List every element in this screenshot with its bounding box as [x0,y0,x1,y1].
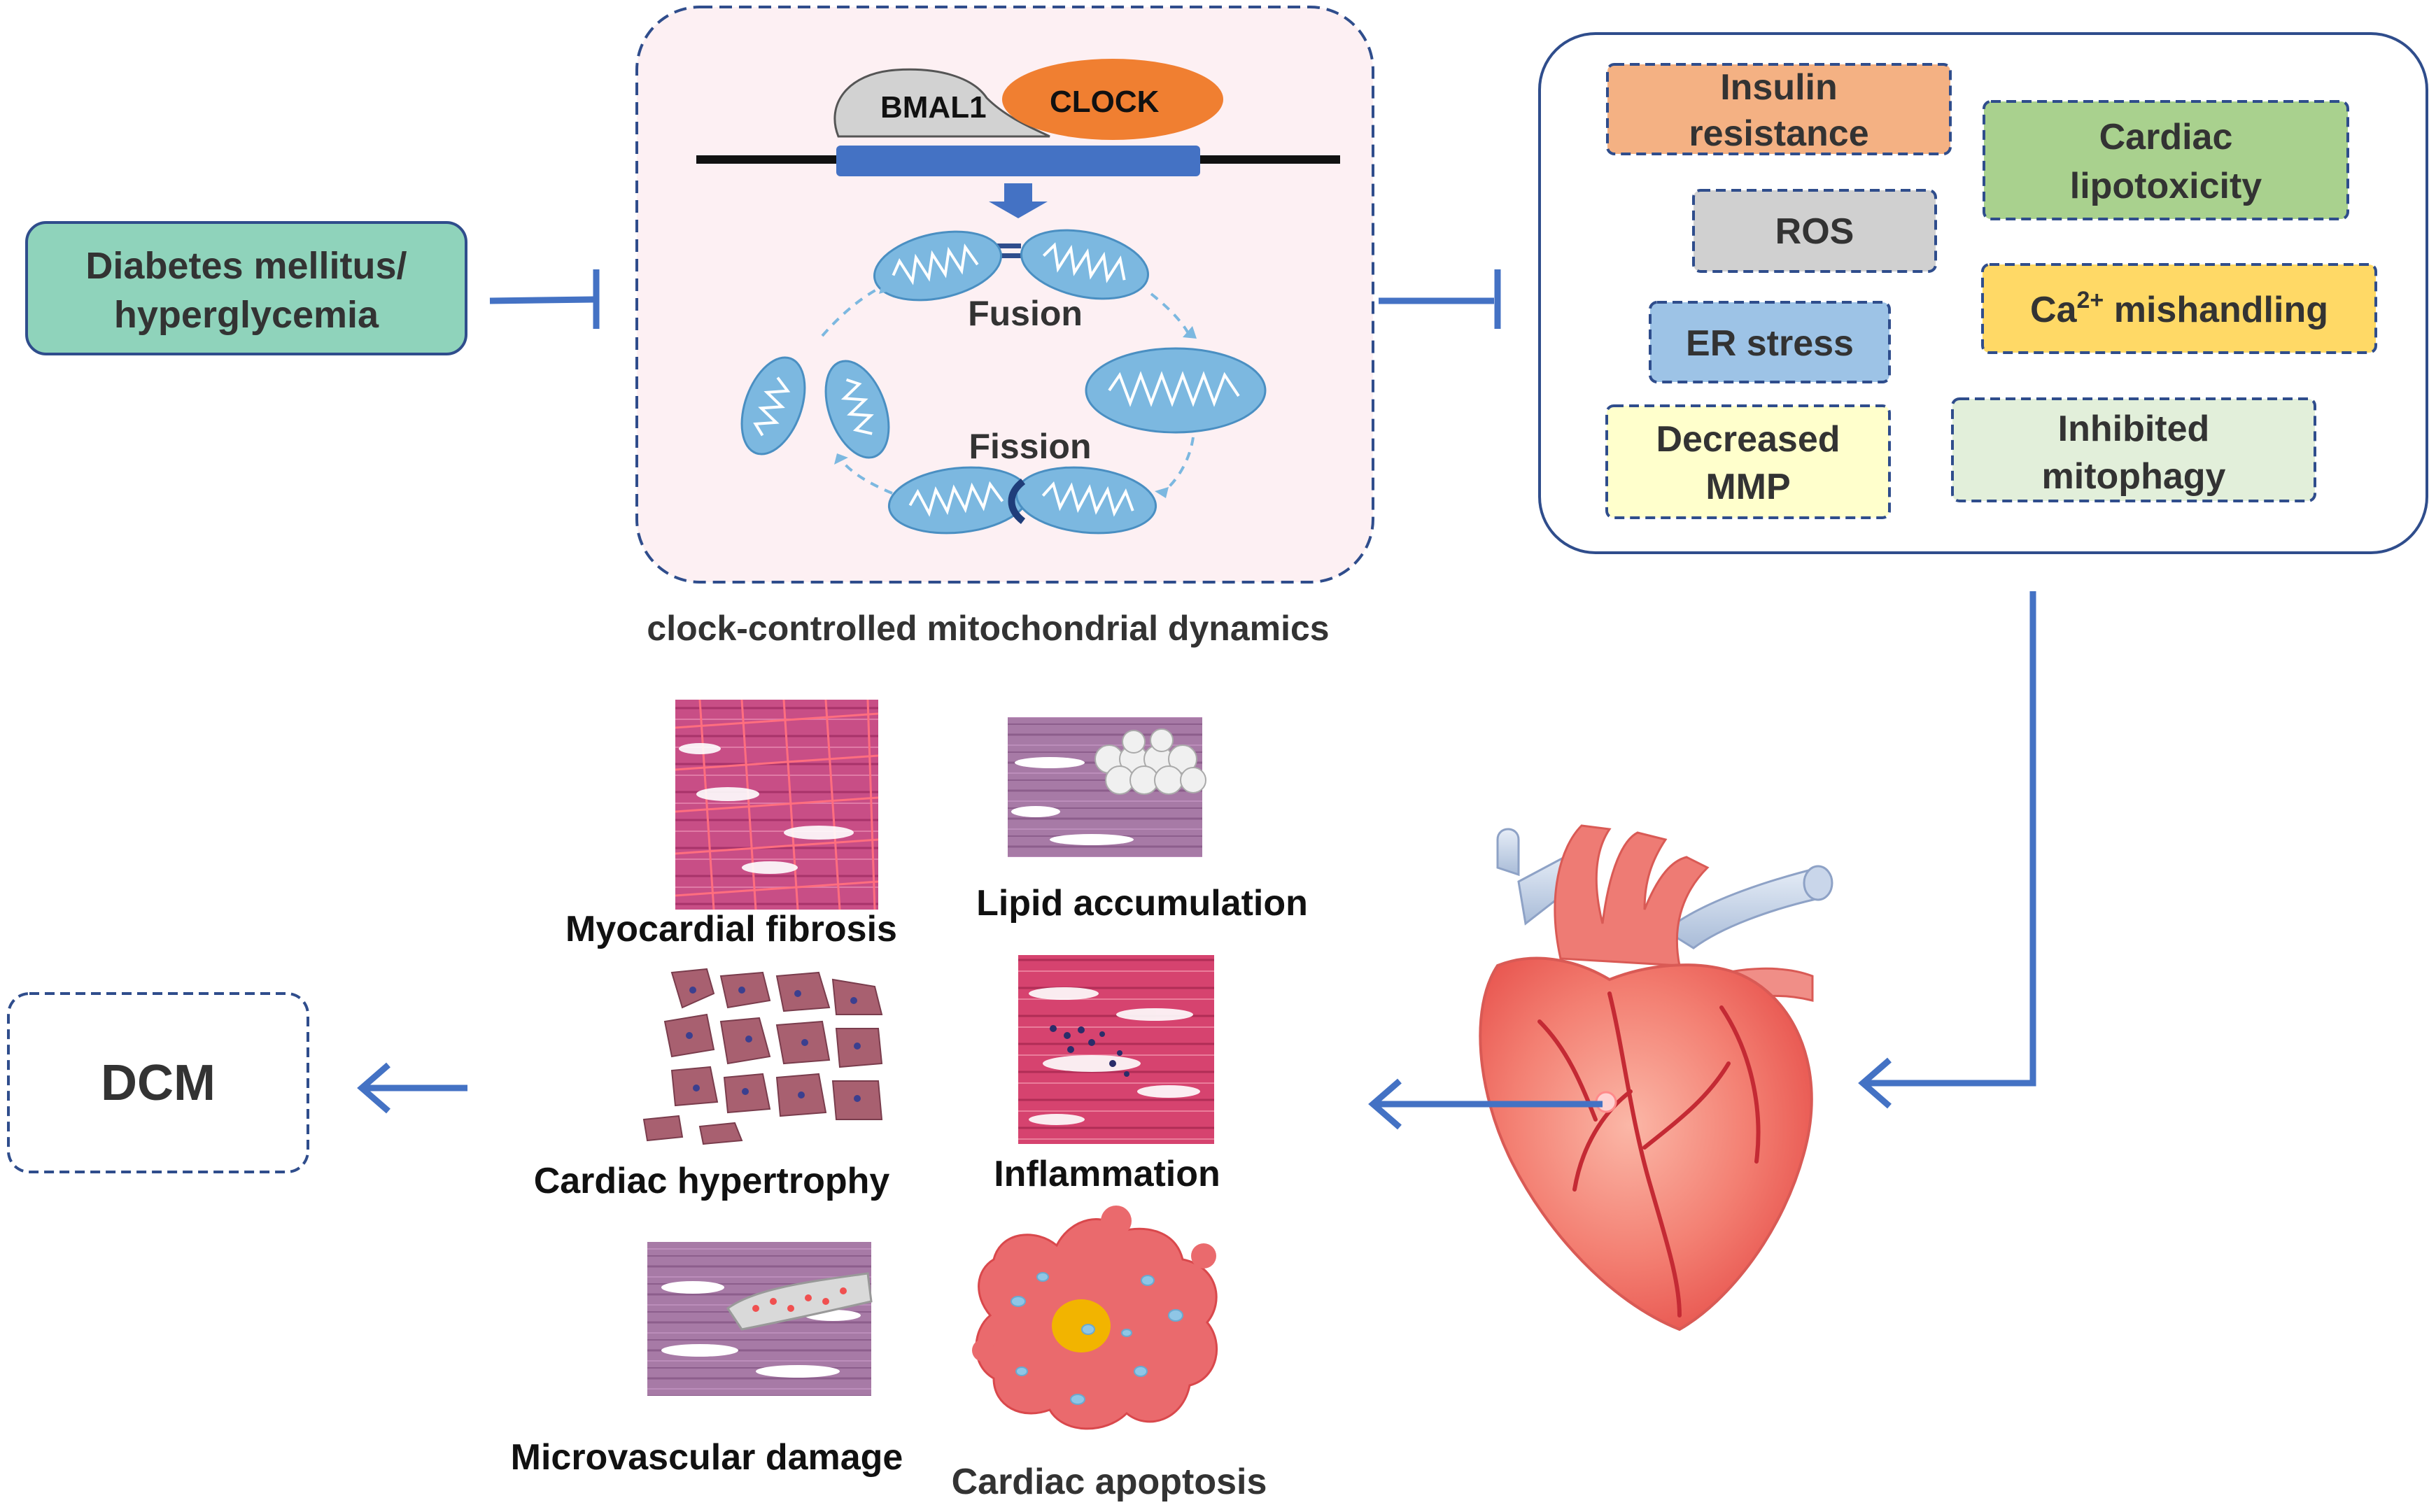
fusion-label: Fusion [968,294,1083,333]
diabetes-node: Diabetes mellitus/ hyperglycemia [25,221,467,355]
bmal1-label: BMAL1 [880,90,987,125]
inhibit-connector-diabetes [489,269,600,329]
svg-text:Ca2+ mishandling: Ca2+ mishandling [2030,287,2328,330]
effects-box: Insulin resistance ROS ER stress Decreas… [1538,32,2428,554]
hypertrophy-label: Cardiac hypertrophy [534,1161,890,1201]
svg-text:Inhibited: Inhibited [2058,409,2210,449]
svg-text:Insulin: Insulin [1720,67,1838,108]
diabetes-label-line1: Diabetes mellitus/ [85,245,407,287]
diabetes-label-line2: hyperglycemia [114,294,379,336]
pathology-apoptosis: Cardiac apoptosis [952,1206,1267,1502]
effect-insulin-resistance: Insulin resistance [1606,63,1952,155]
fibrosis-label: Myocardial fibrosis [565,909,897,949]
clock-label: CLOCK [1050,85,1160,119]
effect-er-stress: ER stress [1649,301,1891,383]
mitochondrion-fragment-a [740,356,806,455]
mitochondrion-fragment-b [824,360,890,459]
inflammation-label: Inflammation [994,1154,1220,1194]
pathology-lipid: Lipid accumulation [976,717,1308,924]
effects-to-heart-arrow [1858,591,2036,1109]
clock-protein [1002,59,1223,140]
pathology-fibrosis: Myocardial fibrosis [565,699,897,949]
effect-ros: ROS [1692,189,1937,273]
pathology-to-dcm-arrow [357,1062,467,1114]
lipid-label: Lipid accumulation [976,883,1308,924]
dcm-label: DCM [101,1055,216,1111]
svg-text:Cardiac: Cardiac [2099,117,2233,157]
heart-to-pathology-arrow [1368,1078,1603,1130]
svg-text:MMP: MMP [1705,467,1790,507]
svg-text:resistance: resistance [1689,113,1868,154]
mitochondrion-fused [1085,347,1267,434]
pathology-hypertrophy: Cardiac hypertrophy [534,968,890,1201]
effect-ca-mishandling: Ca2+ mishandling [1981,263,2377,354]
heart-illustration [1479,824,1833,1331]
bmal1-protein [833,68,1050,138]
pathology-microvascular: Microvascular damage [511,1242,903,1478]
dcm-node: DCM [7,992,309,1173]
effect-decreased-mmp: Decreased MMP [1605,404,1891,519]
mitochondrion-top-right [1020,229,1149,300]
apoptosis-label: Cardiac apoptosis [952,1462,1267,1502]
svg-text:ROS: ROS [1775,211,1854,252]
transcription-arrow [989,183,1048,218]
svg-text:Decreased: Decreased [1656,419,1840,460]
fission-label: Fission [969,427,1091,466]
svg-text:mitophagy: mitophagy [2042,456,2226,497]
inhibit-connector-mito [1379,269,1501,329]
clock-mito-box: BMAL1 CLOCK Fusion [635,6,1374,648]
svg-text:lipotoxicity: lipotoxicity [2070,166,2262,206]
pathology-inflammation: Inflammation [994,955,1220,1194]
microvascular-label: Microvascular damage [511,1437,903,1478]
gene-promoter [836,146,1200,176]
mitochondrion-top-left [873,230,1002,302]
effect-cardiac-lipotoxicity: Cardiac lipotoxicity [1983,100,2349,220]
effect-inhibited-mitophagy: Inhibited mitophagy [1951,397,2316,502]
clock-box-caption: clock-controlled mitochondrial dynamics [647,609,1329,648]
svg-text:ER stress: ER stress [1686,323,1854,364]
